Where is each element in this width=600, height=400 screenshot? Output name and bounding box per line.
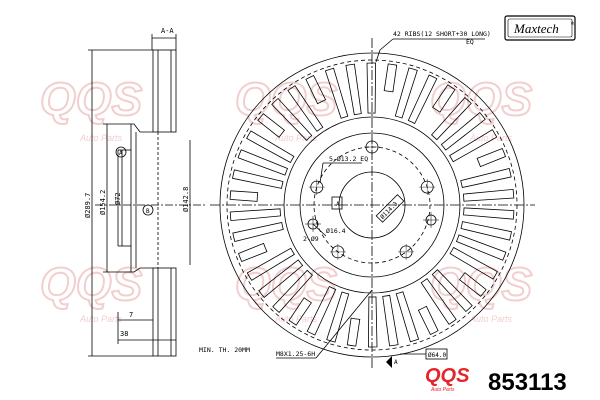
rotor-plate-upper xyxy=(152,49,177,133)
short-rib xyxy=(288,297,312,326)
long-rib xyxy=(232,169,284,189)
pilot-label: Ø16.4 xyxy=(326,227,346,235)
long-rib xyxy=(237,149,289,176)
min-thickness: MIN. TH. 20MM xyxy=(199,346,250,354)
watermark-logo: QQS Auto Parts xyxy=(234,72,339,143)
brand-registered: ® xyxy=(571,21,575,27)
short-rib xyxy=(305,74,327,105)
section-mark: A xyxy=(336,201,340,208)
footer-logo-text: QQS xyxy=(425,365,470,387)
dim-center: Ø72 xyxy=(114,192,122,205)
long-rib xyxy=(326,291,350,343)
long-rib xyxy=(462,188,515,202)
watermark-logo: QQS Auto Parts xyxy=(429,257,534,324)
long-rib xyxy=(455,234,507,261)
long-rib xyxy=(258,259,304,298)
long-rib xyxy=(431,269,473,313)
datum-a-marker xyxy=(115,146,127,158)
short-rib xyxy=(257,113,286,138)
short-rib xyxy=(417,305,439,336)
logo-frame xyxy=(504,15,576,41)
short-rib xyxy=(237,242,268,263)
flag-a: A xyxy=(394,359,398,366)
watermark-subtitle: Auto Parts xyxy=(469,133,513,143)
long-rib xyxy=(272,269,313,313)
watermark-logo-text: QQS xyxy=(235,258,338,310)
long-rib xyxy=(449,246,498,280)
long-rib xyxy=(367,296,378,348)
short-rib xyxy=(476,147,507,168)
brand-name: Maxtech xyxy=(513,21,559,36)
datum-b-marker xyxy=(142,204,154,216)
pilot-hole-count: 2-Ø9 xyxy=(303,235,319,243)
long-rib xyxy=(229,208,282,222)
long-rib xyxy=(287,85,324,132)
dim-hat-diameter: Ø142.8 xyxy=(182,187,190,212)
eq-top: EQ xyxy=(466,38,474,46)
bore-label: Ø64.0 xyxy=(428,352,446,359)
watermark-logo-text: QQS xyxy=(235,73,338,125)
bolt-pattern: 5-Ø13.2 EQ xyxy=(329,155,368,163)
footer-logo: QQS Auto Parts xyxy=(425,365,470,393)
watermark-logo-text: QQS xyxy=(430,258,533,310)
maxtech-logo: Maxtech ® xyxy=(504,15,576,41)
long-rib xyxy=(246,247,295,281)
hat-profile xyxy=(130,123,153,273)
watermark-logo: QQS Auto Parts xyxy=(234,257,339,324)
cooling-ribs xyxy=(229,62,515,348)
long-rib xyxy=(324,67,349,119)
long-rib xyxy=(345,63,362,116)
part-number: 853113 xyxy=(488,369,567,396)
watermark-logo-text: QQS xyxy=(40,73,143,125)
watermark-logo: QQS Auto Parts xyxy=(39,72,144,143)
watermark-subtitle: Auto Parts xyxy=(274,314,318,324)
pcd-label: Ø114.3 xyxy=(379,200,400,221)
short-rib xyxy=(229,190,259,202)
short-rib xyxy=(432,84,456,113)
long-rib xyxy=(420,278,457,325)
long-rib xyxy=(394,67,418,119)
watermark-logo: QQS Auto Parts xyxy=(39,257,144,324)
datum-a: A xyxy=(119,150,123,157)
thread-spec: M8X1.25-6H xyxy=(276,350,315,358)
front-disc-view: 42 RIBS(12 SHORT+30 LONG) EQ 5-Ø13.2 EQ … xyxy=(199,30,535,370)
watermark-logo-text: QQS xyxy=(40,258,143,310)
long-rib xyxy=(246,130,295,164)
pcd-box xyxy=(375,194,405,223)
short-rib xyxy=(458,272,487,297)
long-rib xyxy=(463,207,515,220)
long-rib xyxy=(431,97,472,141)
dim-outer: Ø289.7 xyxy=(84,193,92,218)
long-rib xyxy=(306,285,337,336)
long-rib xyxy=(232,222,284,242)
watermark-subtitle: Auto Parts xyxy=(274,133,318,143)
datum-b: B xyxy=(146,208,150,215)
long-rib xyxy=(449,129,498,163)
short-rib xyxy=(383,63,398,93)
rotor-plate-lower xyxy=(152,267,177,357)
watermark-subtitle: Auto Parts xyxy=(79,133,123,143)
dim-thickness-7: 7 xyxy=(129,311,133,319)
long-rib xyxy=(271,97,313,141)
side-section-view: A-A Ø289.7 Ø154.2 Ø72 xyxy=(84,27,205,357)
long-rib xyxy=(366,62,377,114)
ribs-note: 42 RIBS(12 SHORT+30 LONG) xyxy=(393,30,491,38)
section-mark-box xyxy=(331,196,343,210)
watermark-layer: QQS Auto Parts QQS Auto Parts QQS Auto P… xyxy=(39,72,534,324)
long-rib xyxy=(460,168,512,188)
watermark-subtitle: Auto Parts xyxy=(79,314,123,324)
long-rib xyxy=(440,112,486,151)
watermark-logo: QQS Auto Parts xyxy=(429,72,534,143)
long-rib xyxy=(460,221,512,241)
section-label: A-A xyxy=(161,27,174,35)
footer-logo-subtitle: Auto Parts xyxy=(430,387,455,393)
short-rib xyxy=(346,317,361,347)
long-rib xyxy=(382,294,399,347)
dim-hat: Ø154.2 xyxy=(99,190,107,215)
long-rib xyxy=(407,74,438,125)
long-rib xyxy=(395,291,420,343)
dim-height-38: 38 xyxy=(120,330,128,338)
watermark-subtitle: Auto Parts xyxy=(469,314,513,324)
